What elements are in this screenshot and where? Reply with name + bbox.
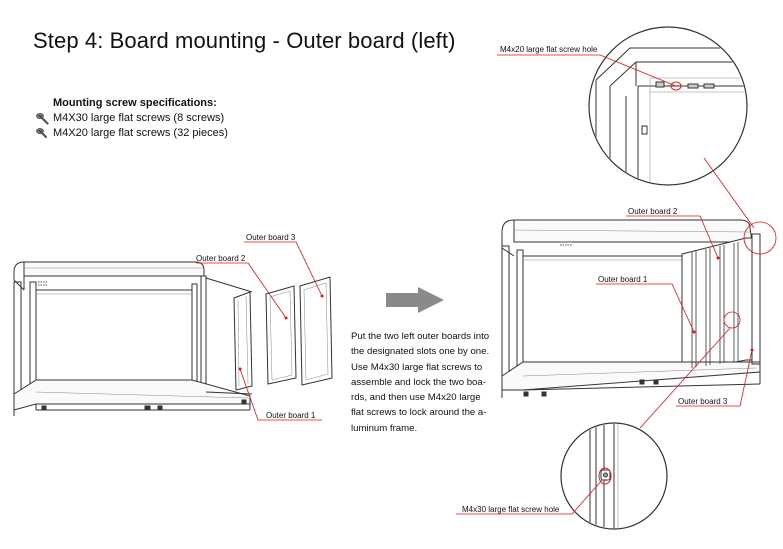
spec-item: M4X30 large flat screws (8 screws) [36, 111, 228, 126]
instruction-line: rds, and then use M4x20 large [351, 392, 481, 404]
top-detail-callout [588, 26, 748, 186]
instruction-line: the designated slots one by one. [351, 346, 490, 358]
spec-item-label: M4X30 large flat screws (8 screws) [53, 112, 225, 124]
instruction-line: Use M4x30 large flat screws to [351, 361, 483, 373]
left-label-board2: Outer board 2 [196, 254, 246, 263]
right-leader-dots [692, 256, 754, 352]
spec-item: M4X20 large flat screws (32 pieces) [36, 126, 228, 141]
screw-icon [36, 113, 49, 125]
screw-icon [36, 128, 48, 139]
instruction-text: Put the two left outer boards into the d… [351, 329, 501, 436]
left-leader-lines [196, 241, 323, 421]
instruction-line: assemble and lock the two boa- [351, 376, 486, 388]
bottom-callout-label: M4x30 large flat screw hole [462, 505, 560, 514]
spec-item-label: M4X20 large flat screws (32 pieces) [53, 127, 228, 139]
specs-heading: Mounting screw specifications: [53, 97, 217, 109]
left-board-1 [233, 291, 253, 391]
right-installed-boards [691, 242, 739, 368]
right-label-board1: Outer board 1 [598, 275, 648, 284]
right-label-board3: Outer board 3 [678, 397, 728, 406]
left-label-board1: Outer board 1 [266, 411, 316, 420]
top-callout-leaders [497, 54, 777, 255]
direction-arrow-icon [386, 287, 444, 313]
left-board-3 [299, 276, 333, 386]
instruction-line: flat screws to lock around the a- [351, 407, 487, 419]
instruction-line: luminum frame. [351, 422, 418, 434]
instruction-line: Put the two left outer boards into [351, 331, 490, 342]
left-board-2 [265, 285, 297, 385]
left-leader-dots [238, 294, 324, 371]
screw-specifications: Mounting screw specifications: M4X30 lar… [36, 96, 228, 141]
bottom-detail-callout [560, 422, 668, 530]
left-frame [13, 261, 253, 416]
right-leader-lines [596, 215, 753, 407]
page-title: Step 4: Board mounting - Outer board (le… [33, 28, 456, 53]
top-callout-label: M4x20 large flat screw hole [500, 45, 598, 54]
left-label-board3: Outer board 3 [246, 233, 296, 242]
right-frame [501, 219, 761, 398]
right-label-board2: Outer board 2 [628, 207, 678, 216]
bottom-callout-leaders [456, 311, 741, 515]
